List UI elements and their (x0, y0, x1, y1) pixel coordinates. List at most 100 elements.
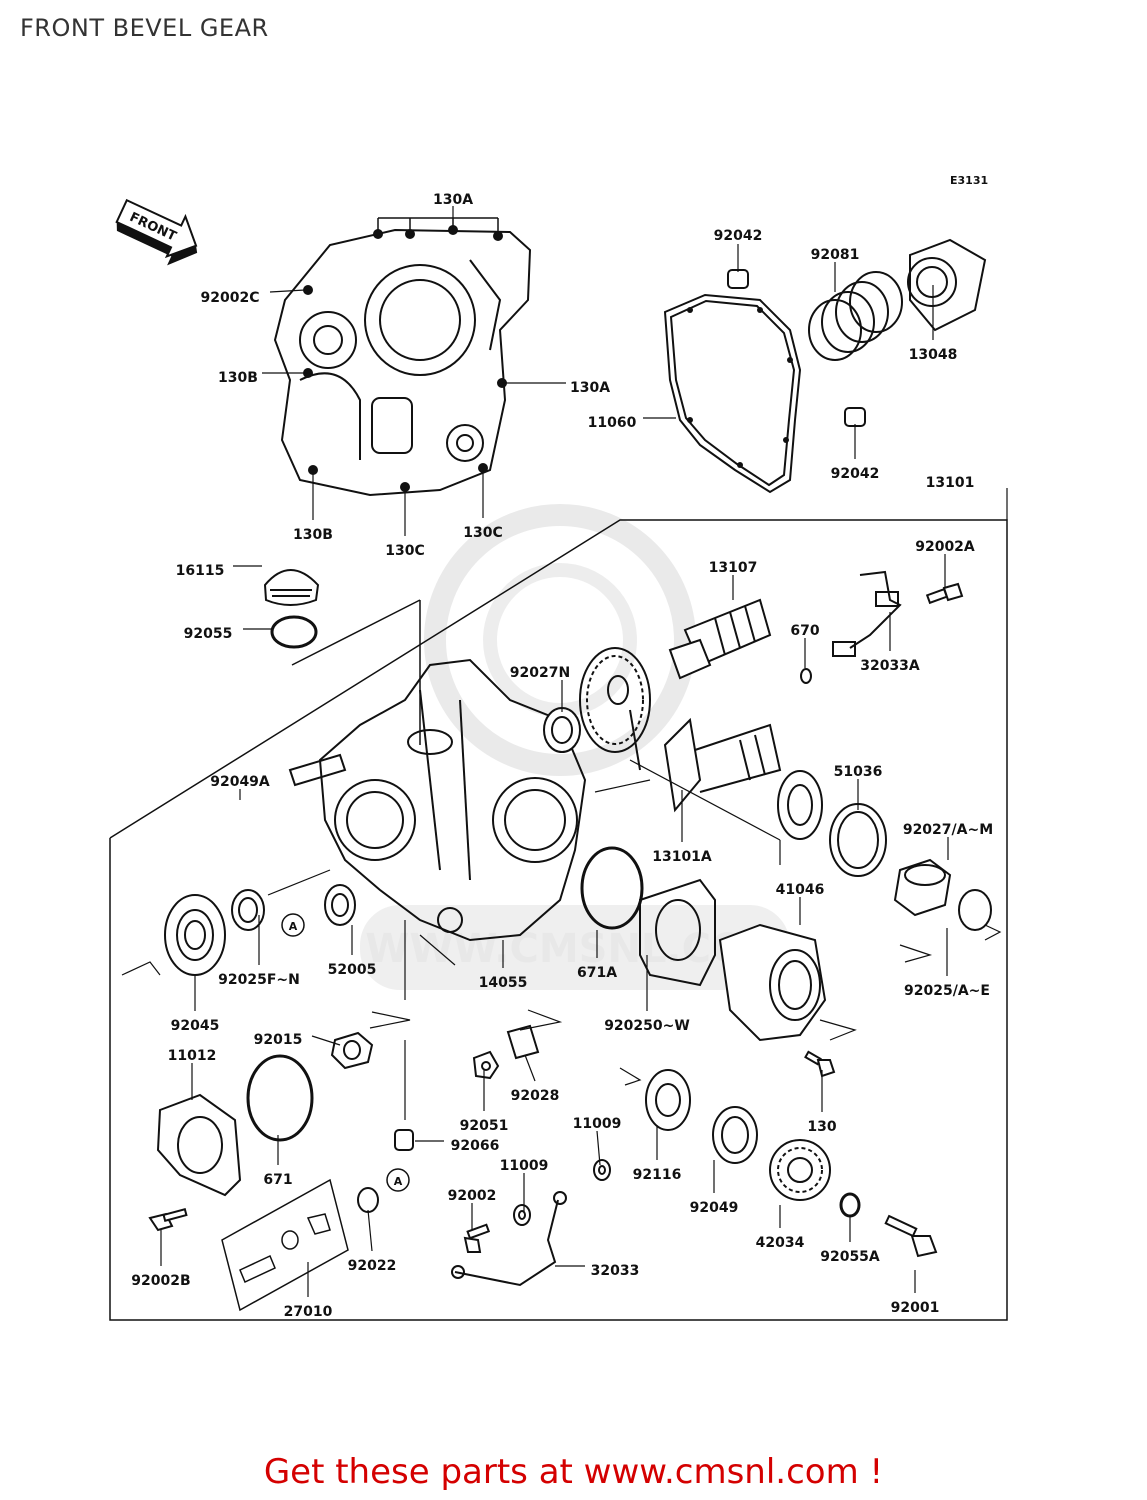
part-label-p671: 671 (263, 1172, 292, 1188)
part-number-labels: 130A92002C130B130A130B130C130C9204292081… (131, 192, 1008, 1320)
gear-42034 (769, 1139, 831, 1201)
crankcase-cover (273, 225, 532, 497)
drawing-code: E3131 (950, 174, 988, 187)
cam-13048 (907, 238, 987, 332)
part-label-p92002: 92002 (448, 1188, 497, 1204)
part-label-p670: 670 (790, 623, 819, 639)
shaft-13107 (668, 598, 772, 680)
o-ring-670 (800, 668, 812, 684)
front-arrow-icon: FRONT (115, 198, 198, 266)
svg-text:A: A (289, 920, 298, 933)
o-ring-671 (246, 1054, 314, 1142)
bearing-92045 (164, 894, 226, 976)
washer-92022 (357, 1187, 379, 1213)
watermark: WWW.CMSNL.COM (360, 504, 790, 990)
part-label-p920250W: 920250~W (604, 1018, 690, 1034)
part-label-p92025AE: 92025/A~E (904, 983, 990, 999)
o-ring-671A (580, 846, 644, 930)
washer-11009-a (593, 1159, 611, 1181)
part-label-p13107: 13107 (709, 560, 758, 576)
part-label-p130B_1: 130B (218, 370, 258, 386)
part-label-p92002A: 92002A (915, 539, 975, 555)
part-label-p92049: 92049 (690, 1200, 739, 1216)
part-label-p92002C: 92002C (201, 290, 260, 306)
footer-link[interactable]: Get these parts at www.cmsnl.com ! (263, 1452, 884, 1492)
bolt-92001 (884, 1214, 938, 1258)
part-label-p16115: 16115 (176, 563, 225, 579)
gear-92027N (579, 647, 651, 753)
part-label-p11012: 11012 (168, 1048, 217, 1064)
part-label-p42034: 42034 (756, 1235, 805, 1251)
part-label-p92002B: 92002B (131, 1273, 190, 1289)
gasket-11060 (663, 293, 802, 494)
bolt-92002A (925, 582, 964, 605)
part-label-p92081: 92081 (811, 247, 860, 263)
circlip-92025AE (958, 889, 992, 931)
part-label-p13101: 13101 (926, 475, 975, 491)
part-label-p92027N: 92027N (510, 665, 570, 681)
part-label-p27010: 27010 (284, 1304, 333, 1320)
lead-32033 (451, 1191, 567, 1287)
exploded-parts-diagram: WWW.CMSNL.COM E3131 FRONT (109, 174, 1008, 1321)
part-label-p41046: 41046 (776, 882, 825, 898)
part-label-p671A: 671A (577, 965, 617, 981)
part-label-p92025FN: 92025F~N (218, 972, 300, 988)
part-label-p11009_2: 11009 (500, 1158, 549, 1174)
washer-11009-b (513, 1204, 531, 1226)
cover-11012 (156, 1093, 242, 1197)
part-label-p92049A: 92049A (210, 774, 270, 790)
part-label-p32033: 32033 (591, 1263, 640, 1279)
part-label-p13101A: 13101A (652, 849, 712, 865)
leader-line-p92002C (269, 289, 306, 293)
part-label-p130C_1: 130C (385, 543, 425, 559)
part-label-p92015: 92015 (254, 1032, 303, 1048)
leader-line-p92022 (367, 1209, 373, 1252)
dowel-92066 (394, 1129, 414, 1151)
part-label-p92045: 92045 (171, 1018, 220, 1034)
switch-32033A (832, 570, 902, 657)
part-label-p92055: 92055 (184, 626, 233, 642)
bearing-92116 (645, 1069, 691, 1131)
part-label-p52005: 52005 (328, 962, 377, 978)
gear-case-14055 (288, 658, 587, 942)
bushing-92027 (893, 858, 952, 917)
leader-line-p11009_1 (596, 1130, 601, 1166)
cap-16115 (263, 569, 320, 606)
part-label-p92116: 92116 (633, 1167, 682, 1183)
bolt-92002 (463, 1223, 491, 1253)
bolt-130 (804, 1050, 836, 1078)
svg-text:A: A (394, 1175, 403, 1188)
part-label-p11060: 11060 (588, 415, 637, 431)
shim-92025FN (231, 889, 265, 931)
leader-line-p92015 (311, 1035, 341, 1046)
part-label-p130: 130 (807, 1119, 836, 1135)
seal-92049 (712, 1106, 758, 1164)
bevel-gear-13101A (629, 709, 782, 813)
page-title: FRONT BEVEL GEAR (20, 14, 269, 42)
part-label-p92042_b: 92042 (831, 466, 880, 482)
spring-92081 (808, 271, 903, 361)
bearing-upper-right (777, 770, 823, 840)
part-label-p92027AM: 92027/A~M (903, 822, 993, 838)
part-label-p92028: 92028 (511, 1088, 560, 1104)
o-ring-92055 (270, 615, 318, 649)
part-label-p92055A: 92055A (820, 1249, 880, 1265)
shim-51036 (829, 803, 887, 877)
bolt-92002B (148, 1208, 188, 1232)
nut-92051 (472, 1050, 500, 1080)
gasket-920250 (639, 878, 716, 987)
part-label-p130A_top: 130A (433, 192, 473, 208)
part-label-p92022: 92022 (348, 1258, 397, 1274)
nut-92015 (330, 1031, 374, 1070)
callout-A-left: A (281, 913, 305, 937)
o-ring-92055A (839, 1192, 861, 1218)
part-label-p92051: 92051 (460, 1118, 509, 1134)
part-label-p92042_t: 92042 (714, 228, 763, 244)
part-label-p130C_2: 130C (463, 525, 503, 541)
part-label-p92001: 92001 (891, 1300, 940, 1316)
dowel-pin-92042-bottom (844, 407, 866, 427)
part-label-p14055: 14055 (479, 975, 528, 991)
part-label-p13048: 13048 (909, 347, 958, 363)
sensor-set-27010 (221, 1178, 349, 1312)
dowel-pin-92042-top (727, 269, 749, 289)
